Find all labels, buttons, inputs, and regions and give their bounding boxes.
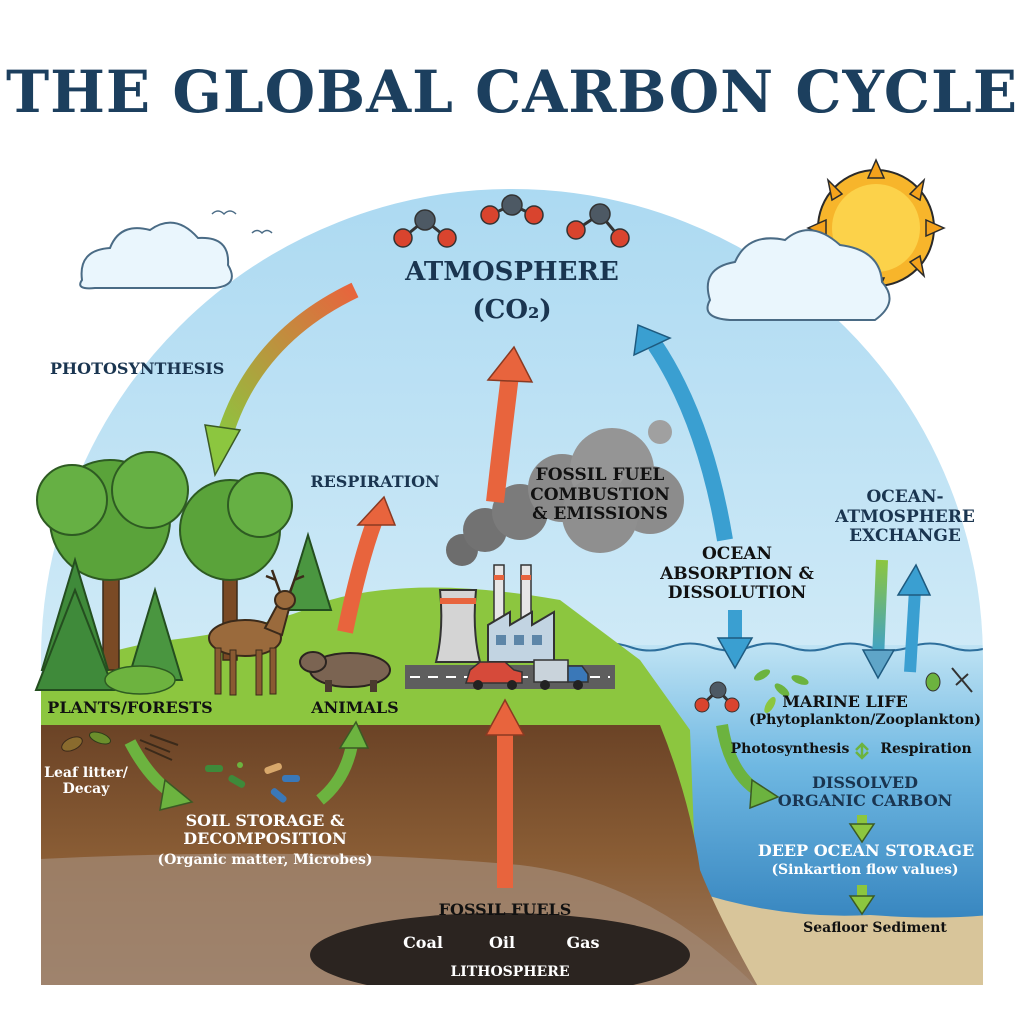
- co2-molecule-icon: [694, 681, 740, 713]
- cloud-left-icon: [79, 221, 233, 290]
- fossil-fuel-combustion-label: FOSSIL FUEL COMBUSTION & EMISSIONS: [530, 465, 670, 525]
- marine-life-label: MARINE LIFE: [782, 692, 908, 711]
- seafloor: [690, 890, 984, 985]
- soil-to-animals-arrowhead: [338, 720, 370, 749]
- gas-label: Gas: [566, 933, 600, 952]
- ocean-emission-arrow: [648, 340, 733, 542]
- soil-storage-label: SOIL STORAGE & DECOMPOSITION: [183, 811, 347, 849]
- exchange-down-arrowhead: [861, 649, 896, 680]
- car-icon: [464, 661, 523, 690]
- ocean-absorption-arrowhead: [716, 637, 754, 670]
- oil-label: Oil: [488, 933, 516, 952]
- marine-to-doc-arrowhead: [749, 778, 780, 810]
- combustion-arrow: [486, 373, 519, 504]
- bird-icon: [251, 229, 273, 235]
- ocean-emission-arrowhead: [633, 323, 672, 357]
- respiration-arrow: [337, 517, 383, 634]
- leaf-litter-label: Leaf litter/ Decay: [44, 765, 128, 798]
- smoke-cloud-icon: [446, 420, 684, 566]
- zooplankton-icon: [925, 667, 973, 693]
- exchange-down-arrow: [872, 559, 888, 661]
- deep-to-sediment-arrowhead: [848, 895, 876, 916]
- co2-label: (CO₂): [472, 295, 552, 325]
- ocean-surface: [589, 642, 984, 652]
- microbes-icon: [205, 762, 300, 803]
- combustion-arrowhead: [486, 345, 534, 383]
- leaf-litter-icon: [61, 731, 179, 761]
- respiration-arrowhead: [356, 495, 397, 526]
- co2-molecule-icon: [393, 209, 457, 248]
- marine-exchange-arrows: [855, 742, 869, 760]
- photosynthesis-arrow: [214, 282, 359, 448]
- badger-icon: [299, 651, 391, 692]
- fossil-fuel-deposit: [310, 913, 690, 985]
- soil-storage-sublabel: (Organic matter, Microbes): [157, 852, 373, 868]
- bird-icon: [211, 210, 237, 216]
- co2-molecule-icon: [480, 194, 544, 225]
- photosynthesis-arrowhead: [204, 424, 242, 478]
- fossil-fuels-label: FOSSIL FUELS: [438, 900, 572, 919]
- fossil-extraction-arrowhead: [484, 698, 526, 736]
- marine-life-sublabel: (Phytoplankton/Zooplankton): [749, 712, 981, 728]
- ocean-atmosphere-exchange-label: OCEAN- ATMOSPHERE EXCHANGE: [835, 487, 975, 547]
- animals-label: ANIMALS: [311, 698, 399, 717]
- deep-ocean-storage-label: DEEP OCEAN STORAGE: [757, 841, 975, 860]
- soil-to-animals-arrow: [316, 743, 358, 805]
- coal-label: Coal: [403, 933, 443, 952]
- marine-photosynthesis-label: Photosynthesis: [730, 741, 850, 757]
- doc-to-deep-arrowhead: [848, 823, 876, 844]
- plants-forests-label: PLANTS/FORESTS: [47, 698, 213, 717]
- photosynthesis-label: PHOTOSYNTHESIS: [50, 359, 225, 378]
- factory-icon: [434, 564, 555, 663]
- phytoplankton-icon: [753, 669, 809, 714]
- ocean-absorption-label: OCEAN ABSORPTION & DISSOLUTION: [660, 544, 814, 604]
- forest: [34, 451, 333, 695]
- page-title: THE GLOBAL CARBON CYCLE: [5, 58, 1019, 126]
- lithosphere-label: LITHOSPHERE: [450, 964, 570, 980]
- exchange-up-arrow: [904, 589, 921, 673]
- truck-icon: [533, 659, 589, 690]
- marine-respiration-label: Respiration: [880, 741, 972, 757]
- seafloor-sediment-label: Seafloor Sediment: [803, 920, 947, 936]
- respiration-label: RESPIRATION: [310, 472, 440, 491]
- co2-molecule-icon: [566, 203, 630, 248]
- cloud-right-icon: [706, 229, 891, 321]
- atmosphere-label: ATMOSPHERE: [405, 257, 619, 287]
- dissolved-organic-carbon-label: DISSOLVED ORGANIC CARBON: [777, 773, 953, 811]
- deep-ocean-sublabel: (Sinkartion flow values): [771, 862, 959, 878]
- decay-arrowhead: [159, 778, 194, 812]
- exchange-up-arrowhead: [896, 563, 932, 596]
- deer-icon: [208, 569, 305, 696]
